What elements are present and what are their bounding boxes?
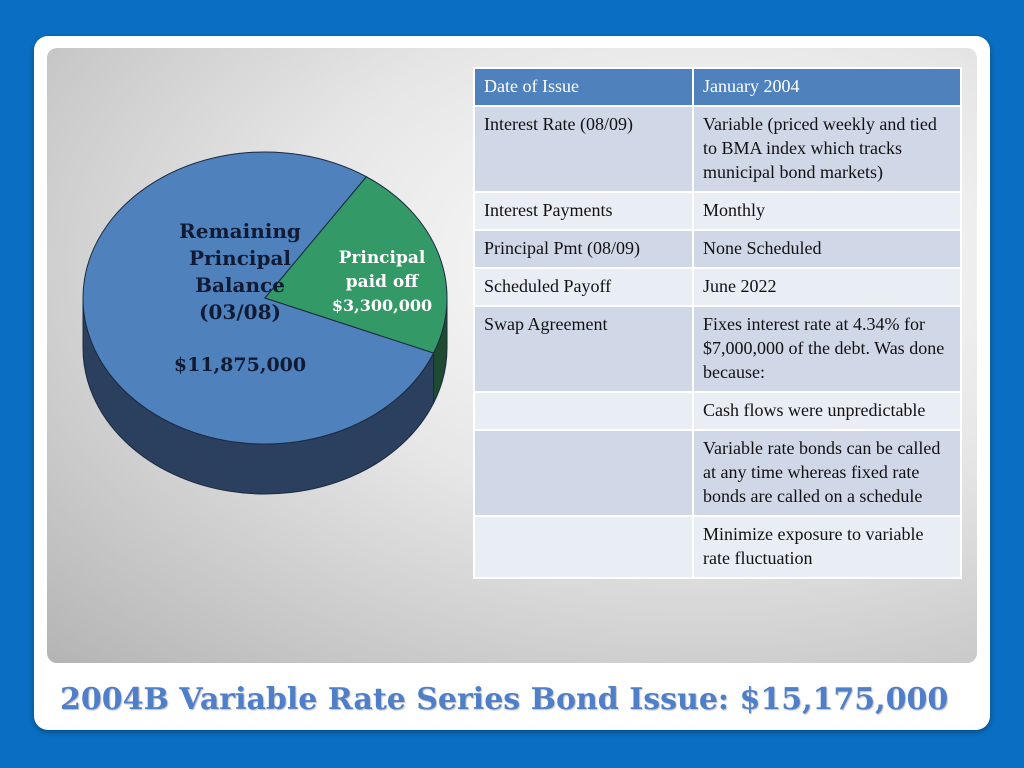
bond-details-table: Date of Issue January 2004 Interest Rate… (473, 67, 962, 579)
slide-title: 2004B Variable Rate Series Bond Issue: $… (60, 682, 949, 717)
content-panel: Remaining Principal Balance (03/08) $11,… (47, 48, 977, 663)
row-value: None Scheduled (692, 229, 962, 269)
remaining-line-4: (03/08) (199, 300, 281, 324)
row-value: Variable (priced weekly and tied to BMA … (692, 105, 962, 193)
header-cell-value: January 2004 (692, 67, 962, 107)
header-cell-label: Date of Issue (473, 67, 694, 107)
pie-chart (82, 151, 448, 495)
row-label: Interest Payments (473, 191, 694, 231)
principal-paid-value: $3,300,000 (331, 296, 433, 315)
table-row: Minimize exposure to variable rate fluct… (473, 515, 962, 579)
row-label: Principal Pmt (08/09) (473, 229, 694, 269)
row-label (473, 429, 694, 517)
remaining-line-3: Balance (195, 273, 285, 297)
remaining-balance-value: $11,875,000 (173, 354, 307, 376)
table-row: Scheduled Payoff June 2022 (473, 267, 962, 307)
paid-line-1: Principal (338, 248, 426, 268)
remaining-line-2: Principal (188, 246, 292, 270)
pie-slice-principal-paid (264, 176, 448, 354)
row-label (473, 391, 694, 431)
table-row: Principal Pmt (08/09) None Scheduled (473, 229, 962, 269)
row-value: Minimize exposure to variable rate fluct… (692, 515, 962, 579)
remaining-line-1: Remaining (179, 219, 301, 243)
table-row: Variable rate bonds can be called at any… (473, 429, 962, 517)
table-row: Interest Rate (08/09) Variable (priced w… (473, 105, 962, 193)
remaining-balance-label: Remaining Principal Balance (03/08) $11,… (145, 218, 335, 379)
row-label: Interest Rate (08/09) (473, 105, 694, 193)
row-value: Fixes interest rate at 4.34% for $7,000,… (692, 305, 962, 393)
row-value: Monthly (692, 191, 962, 231)
row-value: Variable rate bonds can be called at any… (692, 429, 962, 517)
slide: Remaining Principal Balance (03/08) $11,… (34, 36, 990, 730)
row-label: Swap Agreement (473, 305, 694, 393)
table-row: Cash flows were unpredictable (473, 391, 962, 431)
row-label (473, 515, 694, 579)
row-value: Cash flows were unpredictable (692, 391, 962, 431)
table-header-row: Date of Issue January 2004 (473, 67, 962, 107)
pie-slice-remaining-balance (82, 151, 435, 445)
table-row: Swap Agreement Fixes interest rate at 4.… (473, 305, 962, 393)
row-value: June 2022 (692, 267, 962, 307)
paid-line-2: paid off (345, 272, 419, 292)
principal-paid-label: Principal paid off $3,300,000 (317, 246, 447, 318)
table-row: Interest Payments Monthly (473, 191, 962, 231)
row-label: Scheduled Payoff (473, 267, 694, 307)
